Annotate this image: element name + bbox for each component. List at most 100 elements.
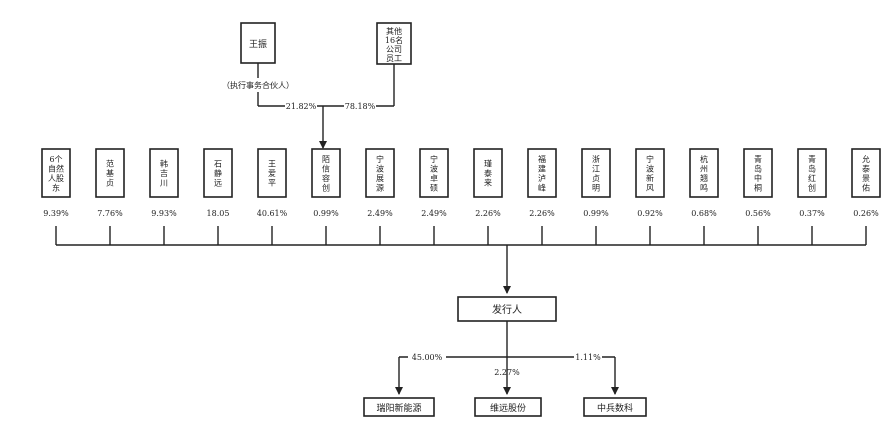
bus-connectors — [56, 244, 866, 294]
shareholder-name-line: 波 — [376, 163, 384, 173]
shareholder-name-line: 范 — [106, 159, 114, 169]
shareholder-name-line: 岛 — [808, 163, 816, 173]
shareholder-box — [581, 148, 611, 198]
shareholder-pct: 0.99% — [313, 209, 339, 218]
shareholder-name-line: 翘 — [700, 174, 708, 183]
shareholder-pct: 7.76% — [97, 209, 123, 218]
shareholder-name-line: 江 — [592, 164, 600, 173]
shareholder-pct: 0.99% — [583, 209, 609, 218]
shareholder-name-line: 信 — [322, 163, 330, 173]
left-pct-bg — [285, 101, 317, 111]
shareholder-name-line: 瑾 — [484, 159, 492, 169]
shareholder-name-line: 桐 — [754, 182, 762, 192]
shareholder-name-line: 鸣 — [700, 182, 708, 192]
shareholder-box — [635, 148, 665, 198]
node-wangzhen: 王振 — [240, 22, 276, 64]
shareholder-box — [797, 148, 827, 198]
node-wangzhen-label: 王振 — [249, 38, 267, 50]
shareholder-name-line: 建 — [538, 163, 546, 173]
shareholder-box — [473, 148, 503, 198]
shareholder-name-line: 福 — [538, 155, 546, 164]
shareholder-name-line: 自然 — [48, 163, 64, 173]
shareholder-name-line: 平 — [268, 179, 276, 188]
shareholder-pct: 2.49% — [421, 209, 447, 218]
shareholder-pct: 9.39% — [43, 209, 69, 218]
shareholder-box — [311, 148, 341, 198]
shareholder-box — [95, 148, 125, 198]
shareholder-name-line: 贞 — [106, 178, 114, 188]
shareholder-box — [257, 148, 287, 198]
shareholder-name-line: 东 — [52, 182, 60, 192]
shareholder-name-line: 浙 — [592, 154, 600, 164]
shareholder-pct: 0.68% — [691, 209, 717, 218]
sub-2-label: 维远股份 — [490, 402, 526, 414]
shareholder-name-line: 远 — [214, 179, 222, 188]
shareholder-name-line: 韩 — [160, 159, 168, 169]
shareholder-pct: 0.56% — [745, 209, 771, 218]
shareholder-name-line: 来 — [484, 179, 492, 188]
shareholder-name-line: 展 — [376, 174, 384, 183]
shareholder-name-line: 石 — [214, 160, 222, 169]
shareholder-name-line: 佑 — [862, 182, 870, 192]
shareholder-name-line: 杭 — [700, 154, 708, 164]
node-issuer: 发行人 — [457, 296, 557, 322]
shareholder-name-line: 岛 — [754, 163, 762, 173]
shareholder-box — [689, 148, 719, 198]
right-pct-label: 78.18% — [345, 102, 376, 111]
shareholder-box — [41, 148, 71, 198]
shareholder-name-line: 基 — [106, 168, 114, 178]
shareholder-name-line: 吉 — [160, 169, 168, 178]
shareholder-name-line: 新 — [646, 173, 654, 183]
shareholder-node: 石静远 18.05 — [203, 148, 233, 245]
shareholder-box — [149, 148, 179, 198]
shareholder-name-line: 青 — [808, 154, 816, 164]
node-subsidiary-3: 中兵数科 — [583, 397, 647, 417]
shareholder-pct: 0.92% — [637, 209, 663, 218]
shareholder-name-line: 允 — [862, 154, 870, 164]
node-other-line-4: 员工 — [386, 54, 402, 63]
sub-3-pct: 1.11% — [575, 353, 601, 362]
shareholder-name-line: 宁 — [376, 154, 384, 164]
shareholder-pct: 0.37% — [799, 209, 825, 218]
node-other-employees: 其他 16名 公司 员工 — [376, 22, 412, 65]
shareholder-name-line: 峰 — [538, 182, 546, 192]
shareholder-name-line: 宁 — [646, 154, 654, 164]
node-other-line-1: 其他 — [386, 26, 402, 36]
shareholder-name-line: 静 — [214, 168, 222, 178]
shareholder-name-line: 硕 — [430, 183, 438, 192]
shareholder-name-line: 6个 — [49, 155, 62, 164]
shareholder-name-line: 泰 — [484, 168, 492, 178]
shareholder-name-line: 宁 — [430, 154, 438, 164]
shareholder-pct: 2.49% — [367, 209, 393, 218]
shareholder-pct: 2.26% — [529, 209, 555, 218]
shareholder-node: 范基贞 7.76% — [95, 148, 125, 245]
shareholder-pct: 18.05 — [207, 209, 230, 218]
shareholder-name-line: 波 — [430, 163, 438, 173]
shareholder-name-line: 贞 — [592, 173, 600, 183]
node-other-line-2: 16名 — [385, 35, 403, 45]
shareholder-name-line: 景 — [862, 174, 870, 183]
shareholder-pct: 40.61% — [257, 209, 288, 218]
shareholder-name-line: 泸 — [538, 173, 546, 183]
shareholder-name-line: 中 — [754, 173, 762, 183]
shareholder-name-line: 青 — [754, 154, 762, 164]
shareholder-name-line: 红 — [808, 173, 816, 183]
issuer-label: 发行人 — [492, 303, 522, 316]
shareholder-pct: 9.93% — [151, 209, 177, 218]
sub-2-pct: 2.27% — [494, 368, 520, 377]
shareholder-box — [365, 148, 395, 198]
shareholder-name-line: 州 — [700, 164, 708, 173]
shareholder-name-line: 卓 — [430, 173, 438, 183]
